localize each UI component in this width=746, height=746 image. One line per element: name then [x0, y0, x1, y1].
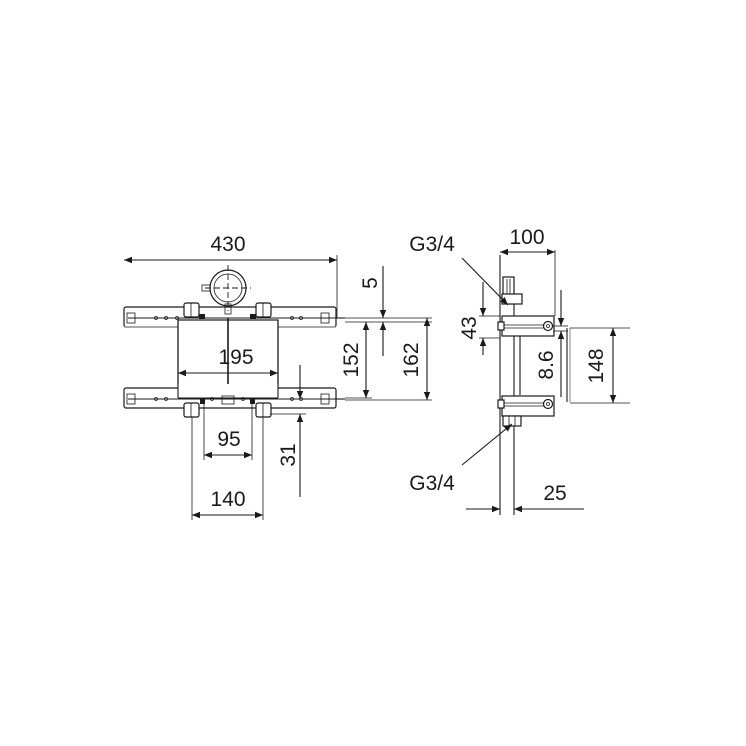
label-g34-bottom: G3/4: [409, 472, 455, 495]
dim-31: 31: [277, 443, 300, 466]
dim-100: 100: [509, 226, 544, 249]
bottom-mounting-rail: [123, 320, 345, 409]
dim-152: 152: [340, 342, 363, 377]
dim-140: 140: [210, 488, 245, 511]
top-right-fitting: [255, 302, 272, 318]
dim-43: 43: [458, 316, 481, 339]
front-view: 430 195 95 140 31 5 152 162: [123, 233, 432, 520]
side-view: 100 G3/4 43 8.6 148 G3/4 25: [409, 226, 630, 515]
top-outlet-ring: [201, 265, 251, 315]
dim-95: 95: [217, 428, 240, 451]
dim-5: 5: [359, 277, 382, 289]
dim-148: 148: [585, 348, 608, 383]
bottom-right-fitting: [255, 402, 272, 418]
top-left-fitting: [183, 302, 200, 318]
top-mounting-rail: [123, 306, 345, 328]
dim-162: 162: [400, 342, 423, 377]
dim-25: 25: [543, 482, 566, 505]
dim-195: 195: [218, 346, 253, 369]
dim-430: 430: [210, 233, 245, 256]
dim-8-6: 8.6: [535, 350, 558, 379]
bottom-left-fitting: [183, 402, 200, 418]
label-g34-top: G3/4: [409, 233, 455, 256]
